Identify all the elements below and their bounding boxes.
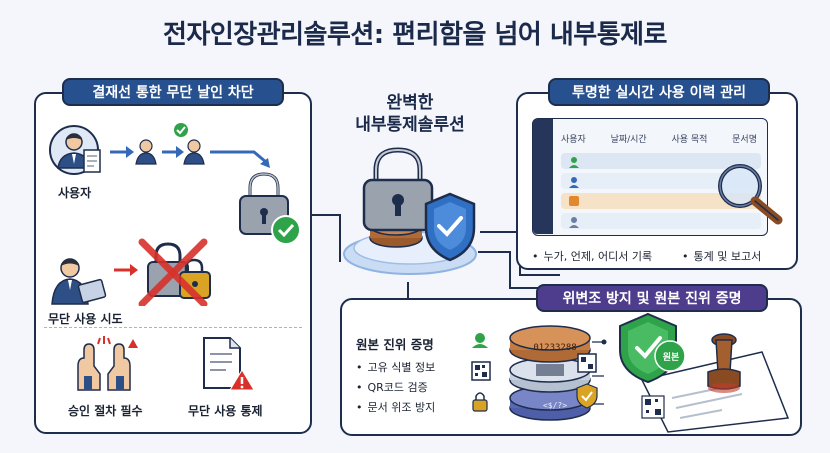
blocked-lock-icon [114, 238, 211, 306]
side-verification-icons [576, 353, 598, 409]
bottom-code: <$/?> [542, 401, 568, 410]
divider [44, 327, 302, 328]
proof-bullet-2: QR코드 검증 [356, 379, 428, 395]
bottom-right-panel-header: 위변조 방지 및 원본 진위 증명 [536, 284, 768, 312]
table-header-docname: 문서명 [732, 134, 757, 145]
table-header-purpose: 사용 목적 [671, 134, 708, 145]
approved-lock-icon [239, 172, 301, 245]
approval-label: 승인 절차 필수 [68, 404, 143, 418]
unauthorized-label: 무단 사용 시도 [48, 312, 123, 326]
history-bullet-1: 누가, 언제, 어디서 기록 [532, 248, 653, 264]
center-title-line1: 완벽한 [386, 93, 434, 113]
unauthorized-user-icon [51, 258, 107, 305]
table-header-datetime: 날짜/시간 [610, 134, 647, 145]
table-row[interactable] [561, 153, 761, 169]
proof-bullet-1: 고유 식별 정보 [356, 359, 436, 375]
coin-code: 01233288 [533, 343, 577, 353]
layered-seal-stack-icon [509, 325, 607, 421]
row-avatar-icons [569, 157, 579, 228]
center-lock-shield-icon [343, 147, 477, 275]
control-label: 무단 사용 통제 [188, 404, 263, 418]
user-avatar-icon [49, 125, 101, 175]
history-table: 사용자 날짜/시간 사용 목적 문서명 [532, 118, 768, 236]
left-panel-header: 결재선 통한 무단 날인 차단 [62, 78, 284, 106]
page-title: 전자인장관리솔루션: 편리함을 넘어 내부통제로 [163, 20, 667, 50]
approval-flow-diagram [110, 123, 270, 168]
table-row[interactable] [561, 213, 761, 229]
table-header-row: 사용자 날짜/시간 사용 목적 문서명 [561, 129, 757, 147]
history-bullet-2: 통계 및 보고서 [682, 248, 762, 264]
stamp-document-icon [619, 312, 790, 433]
center-title-line2: 내부통제솔루션 [355, 115, 465, 135]
document-alert-icon [203, 337, 255, 391]
center-title: 완벽한 내부통제솔루션 [330, 92, 490, 136]
user-label: 사용자 [58, 186, 92, 200]
original-badge: 원본 [662, 353, 680, 363]
top-right-panel-header: 투명한 실시간 사용 이력 관리 [548, 78, 770, 106]
table-header-user: 사용자 [561, 134, 586, 145]
proof-title: 원본 진위 증명 [356, 337, 434, 352]
table-row[interactable] [561, 193, 761, 209]
verification-icons [471, 333, 491, 412]
proof-bullet-3: 문서 위조 방지 [356, 399, 436, 415]
approval-hands-icon [77, 336, 138, 391]
table-row[interactable] [561, 173, 761, 189]
table-sidebar [533, 119, 553, 234]
magnifier-icon [718, 164, 783, 225]
